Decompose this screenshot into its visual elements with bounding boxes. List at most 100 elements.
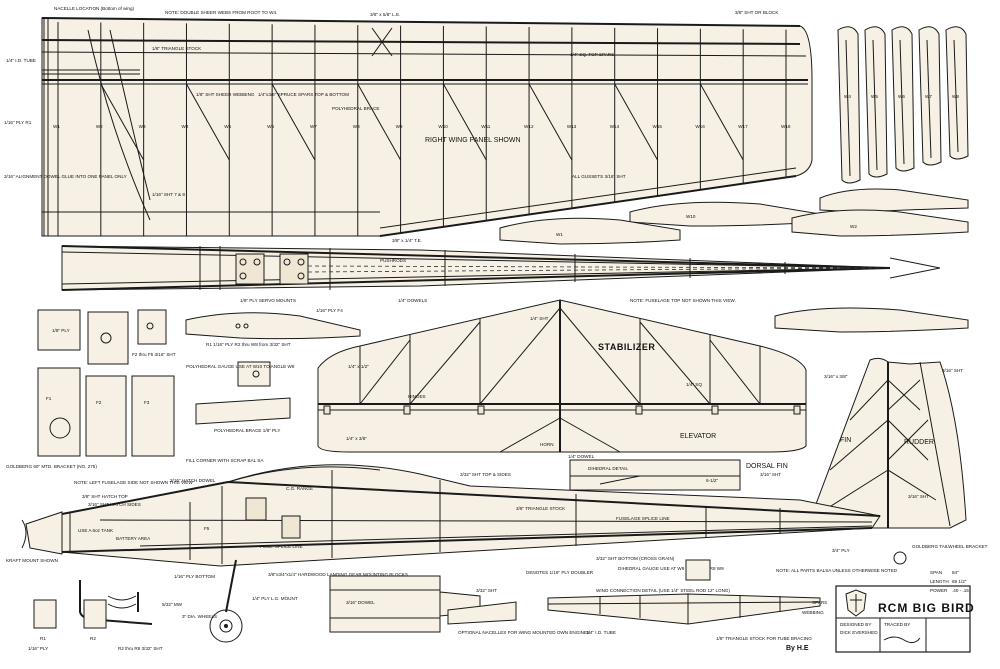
wing-rib-label-4: W4 — [181, 124, 188, 129]
tip-rib-label-5: W8 — [952, 94, 959, 99]
wing-diagonal-2 — [100, 83, 145, 161]
nacelles: 3/16" DOWEL 3/32" SHT OPTIONAL NACELLES … — [329, 575, 590, 635]
note-fuselage-top: NOTE: FUSELAGE TOP NOT SHOWN THIS VIEW. — [630, 298, 736, 303]
label-dihedral-gauge: DIHEDRAL GAUGE USE AT W9 TO ANGLE R8 W9 — [618, 566, 724, 571]
label-landing-gear: 3/8"x3/4"x1/4" HARDWOOD LANDING GEAR MOU… — [268, 572, 408, 577]
wing-rib-label-2: W2 — [96, 124, 103, 129]
label-fin-ply: 3/4" PLY — [832, 548, 850, 553]
note-triangle-stock: 1/8" TRIANGLE STOCK — [152, 46, 202, 51]
former-label-f3: F3 — [144, 400, 150, 405]
rib-template-1 — [819, 188, 969, 213]
wing-rib-label-18: W18 — [781, 124, 791, 129]
label-doubler: DENOTES 1/16" PLY DOUBLER — [526, 570, 594, 575]
wing-diagonal-14 — [614, 83, 658, 161]
rib-template-label-2: W1 — [556, 232, 563, 237]
note-double-shear: NOTE: DOUBLE SHEER WEBS FROM ROOT TO W4. — [165, 10, 277, 15]
wing-diagonal-6 — [271, 83, 316, 161]
wing-rib-label-10: W10 — [438, 124, 448, 129]
rib-template-4 — [791, 209, 969, 237]
note-sq-spars: 1/4" SQ. TOP SPARS — [570, 52, 614, 57]
label-ply-f4: 1/16" PLY F4 — [316, 308, 343, 313]
wing-rib-label-14: W14 — [610, 124, 620, 129]
label-stab-sq: 1/4" SQ — [686, 382, 702, 387]
note-sht-r8: 1/16" SHT 7 & 8 — [152, 192, 185, 197]
label-fuselage-splice: FUSELAGE SPLICE LINE — [616, 516, 670, 521]
label-dorsal-sht: 3/16" SHT — [760, 472, 781, 477]
label-traced: TRACED BY — [884, 622, 910, 627]
label-poly-brace: POLYHEDRAL BRACE 1/8" PLY — [214, 428, 280, 433]
label-f2-f5: F2 thru F5 3/16" SHT — [132, 352, 176, 357]
label-tank: USE A 6oz TANK — [78, 528, 114, 533]
rib-template-3 — [499, 217, 681, 245]
label-horn: HORN — [540, 442, 554, 447]
tip-rib-2 — [864, 26, 888, 178]
title-rcm-big-bird: RCM BIG BIRD — [878, 601, 975, 615]
note-leading-edge: 3/8" x 5/8" L.E. — [370, 12, 400, 17]
label-wire: 5/32" MW — [162, 602, 183, 607]
tip-rib-5 — [945, 26, 969, 160]
label-dihedral-detail: DIHEDRAL DETAIL — [588, 466, 629, 471]
wing-rib-label-3: W3 — [139, 124, 146, 129]
fuselage-top-view: PUSHRODS 1/8" PLY SERVO MOUNTS 1/16" PLY… — [61, 245, 941, 313]
spec-label-3: POWER — [930, 588, 948, 593]
wing-rib-label-12: W12 — [524, 124, 534, 129]
label-pushrods: PUSHRODS — [380, 258, 406, 263]
label-nacelles: OPTIONAL NACELLES FOR WING MOUNTED OWN E… — [458, 630, 590, 635]
wing-rib-label-8: W8 — [353, 124, 360, 129]
spec-label-1: SPAN — [930, 570, 942, 575]
label-ply-bottom: 1/16" PLY BOTTOM — [174, 574, 215, 579]
spec-value-3: .40 - .15 — [952, 588, 969, 593]
wing-rib-label-7: W7 — [310, 124, 317, 129]
label-r1: R1 — [40, 636, 46, 641]
label-fill-corner: FILL CORNER WITH SCRAP BAL SA — [186, 458, 264, 463]
dorsal-fin-detail: DIHEDRAL DETAIL 6-1/2" DORSAL FIN 3/16" … — [569, 459, 788, 491]
label-lg-mount: 1/4" PLY L.G. MOUNT — [252, 596, 298, 601]
fuselage-side-view: GOLDBERG 60" MTD. BRACKET (NO. 275) KRAF… — [6, 458, 898, 643]
wing-diagonal-16 — [699, 83, 744, 161]
tip-rib-spar-4 — [926, 39, 932, 159]
wing-rib-label-1: W1 — [53, 124, 60, 129]
label-r2: R2 — [90, 636, 96, 641]
tracer-signature — [883, 636, 921, 644]
note-left-side: NOTE: LEFT FUSELAGE SIDE NOT SHOWN THIS … — [74, 480, 193, 485]
tip-rib-label-4: W7 — [925, 94, 932, 99]
label-wing-connection: WING CONNECTION DETAIL (USE 1/4" STEEL R… — [596, 588, 731, 593]
tip-rib-spar-3 — [899, 39, 905, 165]
tip-rib-4 — [918, 26, 942, 166]
stabilizer: STABILIZER ELEVATOR HINGES HORN 1/4" DOW… — [317, 299, 807, 459]
spec-value-2: 69 1/2" — [952, 579, 967, 584]
tip-rib-spar-5 — [953, 39, 959, 153]
stab-root-rib — [774, 307, 969, 333]
wing-rib-label-6: W6 — [267, 124, 274, 129]
tip-rib-label-1: W4 — [844, 94, 851, 99]
label-servo-mounts: 1/8" PLY SERVO MOUNTS — [240, 298, 296, 303]
label-nacelle-dowel: 3/16" DOWEL — [346, 600, 375, 605]
rib-templates: W10 W1 W2 — [499, 188, 969, 245]
title-block: RCM BIG BIRD DESIGNED BY DICK EVERSHED T… — [786, 570, 975, 653]
note-ply-r1: 1/16" PLY R1 — [4, 120, 32, 125]
label-designed: DESIGNED BY — [840, 622, 871, 627]
label-fuse-splice: FUSE. SPLICE LINE — [260, 544, 303, 549]
fin-rudder: FIN RUDDER 3/16" x 3/8" 3/16" SHT 3/16" … — [809, 357, 988, 565]
tip-rib-1 — [837, 26, 861, 184]
note-all-balsa: NOTE: ALL PARTS BALSA UNLESS OTHERWISE N… — [776, 568, 898, 573]
tip-rib-label-3: W6 — [898, 94, 905, 99]
label-stab-combo: 1/4" x 3/8" — [346, 436, 367, 441]
note-poly-brace: POLYHEDRAL BRACE — [332, 106, 379, 111]
value-designed: DICK EVERSHED — [840, 630, 878, 635]
label-rudder: RUDDER — [904, 439, 934, 446]
spec-value-1: 84" — [952, 570, 959, 575]
tip-rib-spar-2 — [872, 39, 878, 171]
wing-rib-label-9: W9 — [396, 124, 403, 129]
wing-connection: WING CONNECTION DETAIL (USE 1/4" STEEL R… — [547, 559, 827, 641]
wing-rib-label-15: W15 — [653, 124, 663, 129]
label-dowels: 1/4" DOWELS — [398, 298, 427, 303]
label-kraft: KRAFT MOUNT SHOWN — [6, 558, 58, 563]
wing-diagonal-8 — [357, 83, 402, 161]
byline: By H.E — [786, 645, 809, 652]
note-tube: 1/4" I.D. TUBE — [6, 58, 36, 63]
